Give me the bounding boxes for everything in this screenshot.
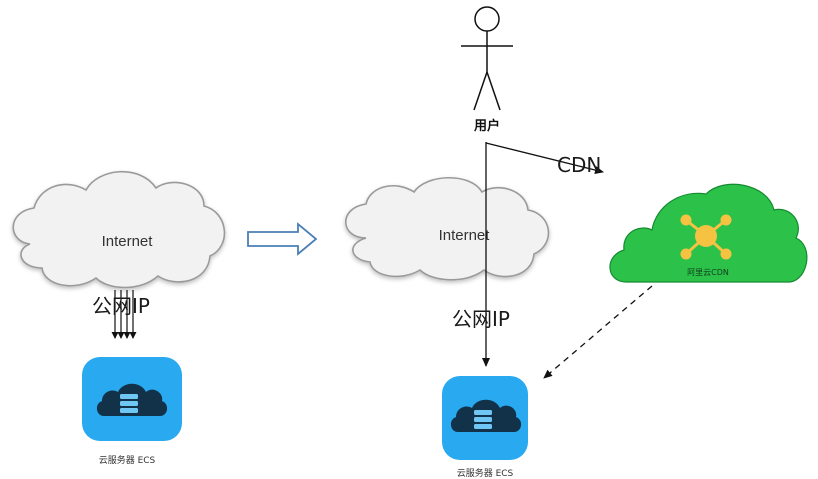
left-internet-label: Internet bbox=[102, 233, 154, 250]
user-figure: 用户 bbox=[461, 6, 513, 134]
right-internet-label: Internet bbox=[439, 227, 491, 244]
user-label: 用户 bbox=[473, 118, 500, 134]
left-ip-arrows bbox=[111, 290, 137, 339]
cloud-server-icon bbox=[450, 399, 522, 432]
cdn-cloud-label: 阿里云CDN bbox=[687, 268, 729, 277]
stick-figure-icon bbox=[461, 6, 513, 111]
cloud-server-icon bbox=[96, 383, 168, 416]
left-server-icon: 云服务器 ECS bbox=[82, 357, 182, 466]
right-internet-cloud: Internet bbox=[344, 176, 550, 281]
left-cloud-shape bbox=[12, 170, 226, 289]
right-public-ip-label: 公网IP bbox=[452, 307, 510, 331]
cdn-label: CDN bbox=[557, 153, 601, 177]
right-hollow-arrow-icon bbox=[247, 222, 318, 256]
user-to-cdn-arrow bbox=[485, 142, 604, 174]
left-public-ip-label: 公网IP bbox=[92, 294, 150, 318]
left-server-label: 云服务器 ECS bbox=[99, 454, 156, 466]
left-internet-cloud: Internet bbox=[12, 170, 226, 289]
cdn-cloud: 阿里云CDN bbox=[609, 183, 808, 283]
right-server-icon: 云服务器 ECS bbox=[442, 376, 528, 479]
right-cloud-shape bbox=[344, 176, 550, 281]
cdn-to-server-dashed-arrow bbox=[543, 285, 653, 379]
network-hub-icon bbox=[680, 214, 732, 260]
right-server-label: 云服务器 ECS bbox=[457, 467, 514, 479]
